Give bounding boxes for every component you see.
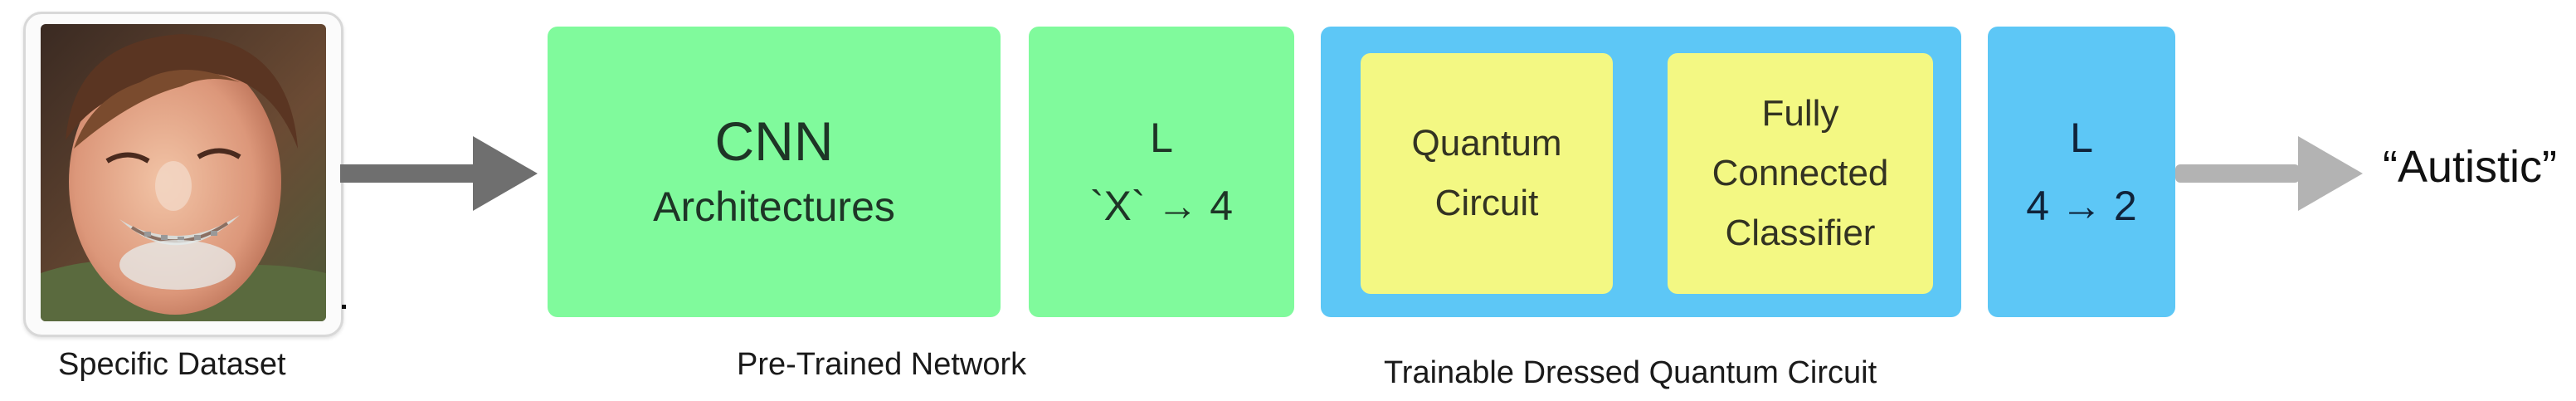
feature-layer-box: L `X` → 4: [1029, 27, 1294, 317]
output-arrow-icon: [2175, 136, 2363, 211]
quantum-circuit-line2: Circuit: [1434, 183, 1539, 223]
child-face-illustration: [41, 24, 326, 321]
input-image-frame: [23, 12, 343, 337]
dataset-caption: Specific Dataset: [58, 347, 286, 382]
fully-connected-classifier-box: Fully Connected Classifier: [1668, 53, 1933, 294]
prediction-label: “Autistic”: [2383, 142, 2558, 192]
quantum-circuit-line1: Quantum: [1411, 123, 1562, 164]
output-layer-box: L 4 → 2: [1988, 27, 2175, 317]
input-arrow-icon: [340, 136, 538, 211]
output-layer-title: L: [2070, 115, 2093, 161]
pretrained-caption: Pre-Trained Network: [737, 347, 1027, 382]
image-corner-dot: [342, 305, 346, 309]
dressed-quantum-circuit-container: Quantum Circuit Fully Connected Classifi…: [1321, 27, 1961, 317]
output-layer-mapping: 4 → 2: [2026, 183, 2137, 229]
feature-layer-mapping: `X` → 4: [1089, 183, 1234, 229]
fc-line3: Classifier: [1725, 213, 1876, 253]
feature-layer-title: L: [1150, 115, 1173, 161]
cnn-subtitle: Architectures: [653, 183, 895, 230]
fc-line1: Fully: [1761, 93, 1839, 134]
dressed-circuit-caption: Trainable Dressed Quantum Circuit: [1384, 355, 1877, 390]
cnn-architectures-box: CNN Architectures: [548, 27, 1001, 317]
input-image: [41, 24, 326, 321]
cnn-title: CNN: [714, 110, 834, 172]
fc-line2: Connected: [1712, 153, 1889, 193]
quantum-circuit-box: Quantum Circuit: [1361, 53, 1613, 294]
